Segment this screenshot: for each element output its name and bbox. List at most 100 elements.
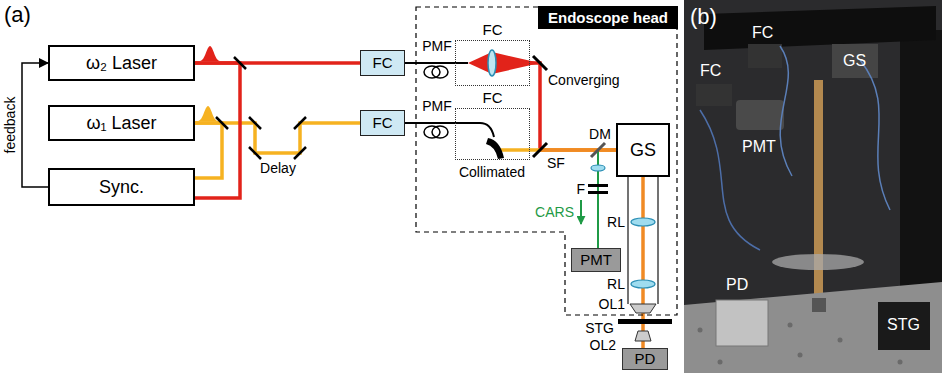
fiber-line	[405, 122, 455, 124]
cars-path	[597, 150, 599, 248]
lens-symbol	[488, 50, 496, 76]
fiber-tip	[455, 123, 494, 137]
delay-mirror	[249, 147, 261, 159]
photo-scanner	[832, 44, 878, 78]
signal-label: CARS	[535, 204, 574, 220]
coupler-label: FC	[483, 89, 503, 106]
fiber-coil	[424, 126, 440, 138]
fiber-coil	[432, 126, 448, 138]
delay-mirror	[249, 117, 261, 129]
part-label: OL2	[590, 337, 616, 353]
dashed-outline	[416, 7, 677, 315]
edge-label: PMF	[422, 38, 452, 54]
laser-label: ω₁ Laser	[86, 113, 156, 134]
laser-box: ω₂ Laser	[48, 45, 195, 81]
photo-cable	[780, 46, 792, 176]
laser-beam	[195, 61, 360, 65]
part-label: F	[576, 181, 585, 197]
photo-curtain	[900, 30, 942, 290]
part-label: OL1	[599, 296, 625, 312]
dichroic-mirror	[591, 143, 605, 157]
photo-hole	[698, 328, 703, 333]
tube-wall	[657, 177, 659, 304]
photo-hole	[898, 360, 903, 365]
diverging-beam	[468, 52, 492, 74]
laser-beam	[530, 148, 616, 152]
photo-breadboard	[704, 6, 936, 50]
photo-rod	[814, 80, 823, 302]
laser-beam	[195, 123, 360, 153]
beam-splitter	[234, 57, 246, 69]
region-heading: Endoscope head	[538, 6, 678, 29]
photo-cable	[700, 110, 760, 250]
photo-label: STG	[887, 316, 920, 334]
photo-plate	[772, 254, 864, 270]
part-label: Delay	[260, 160, 296, 176]
part-label: Collimated	[459, 164, 525, 180]
beam-splitter	[216, 117, 228, 129]
pulse-symbol	[200, 46, 220, 61]
objective-symbol	[630, 304, 656, 313]
fiber-coupler-box: FC	[360, 50, 405, 76]
fiber-tip	[455, 62, 468, 64]
sync-box: Sync.	[48, 168, 195, 206]
coupler-label: FC	[373, 114, 393, 131]
combiner-mirror	[533, 143, 547, 157]
panel-label: (b)	[690, 4, 717, 29]
photo-objective	[812, 298, 826, 312]
delay-mirror	[294, 117, 306, 129]
photo-hole	[798, 353, 803, 358]
photo-label: GS	[843, 52, 866, 70]
part-label: RL	[607, 214, 625, 230]
mirror-symbol	[533, 56, 547, 70]
relay-lens	[631, 280, 655, 288]
part-label: SF	[547, 155, 565, 171]
laser-beam	[641, 177, 645, 348]
photo-pmt	[736, 100, 784, 130]
part-label: RL	[607, 276, 625, 292]
laser-beam	[195, 63, 240, 198]
edge-label: feedback	[2, 97, 18, 154]
part-label: Converging	[548, 72, 620, 88]
fiber-coil	[432, 66, 448, 78]
photo-hole	[838, 338, 843, 343]
fiber-coil	[424, 66, 440, 78]
detector-label: PD	[635, 350, 656, 367]
photo-cable	[860, 60, 890, 210]
coupler-frame: FC	[455, 40, 530, 86]
part-label: DM	[589, 126, 611, 142]
coupler-label: FC	[373, 54, 393, 71]
part-label: STG	[585, 320, 614, 336]
scanner-box: GS	[616, 123, 670, 177]
feedback-arrow	[22, 63, 48, 187]
photo-label: FC	[752, 24, 773, 42]
photo-label: PD	[726, 276, 748, 294]
detector-box: PMT	[571, 248, 621, 272]
photo-label: PMT	[742, 138, 776, 156]
stage-bar	[618, 319, 672, 324]
lens-symbol	[591, 165, 605, 171]
sync-label: Sync.	[99, 177, 144, 198]
pulse-symbol	[198, 106, 218, 121]
fiber-coupler-box: FC	[360, 110, 405, 136]
objective-symbol	[635, 331, 651, 341]
fiber-line	[405, 62, 455, 64]
detector-box: PD	[622, 348, 668, 370]
photo-background	[684, 0, 942, 373]
parabolic-mirror	[486, 138, 504, 159]
detector-label: PMT	[580, 251, 612, 268]
photo-photodiode	[716, 300, 768, 346]
signal-arrow	[580, 200, 582, 224]
filter-symbol	[588, 184, 608, 187]
photo-mount	[748, 44, 782, 68]
panel-label: (a)	[4, 2, 31, 27]
coupler-frame: FC	[455, 108, 530, 160]
photo-hole	[788, 323, 793, 328]
photo-hole	[718, 360, 723, 365]
collimated-beam	[500, 148, 530, 152]
photo-stage	[878, 302, 930, 350]
photo-mount	[696, 84, 732, 106]
laser-beam	[195, 123, 222, 178]
photo-table	[684, 282, 942, 373]
